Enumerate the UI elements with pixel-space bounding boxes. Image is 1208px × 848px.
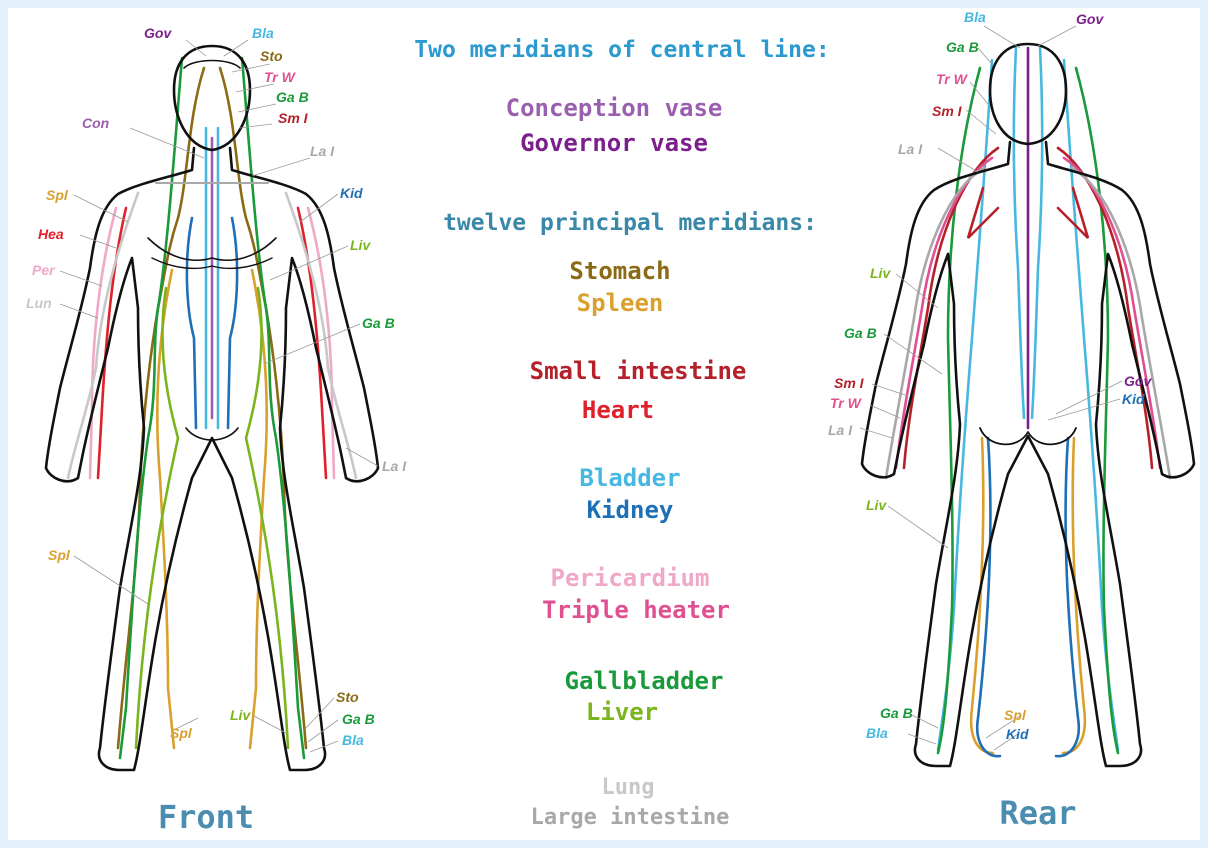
meridian-legend: Two meridians of central line: Conceptio… (414, 37, 829, 830)
meridian-pericardium: Pericardium (551, 564, 710, 592)
front-label-con: Con (82, 115, 109, 131)
front-label-sto-2: Sto (336, 689, 359, 705)
rear-label-gov-2: Gov (1124, 373, 1152, 389)
front-label-smi: Sm I (278, 110, 309, 126)
meridian-chart: Gov Bla Sto Tr W Ga B Sm I Con La I Spl … (8, 8, 1200, 840)
front-label-spl-3: Spl (170, 725, 193, 741)
meridian-spleen: Spleen (577, 289, 664, 317)
front-view-title: Front (158, 798, 254, 836)
front-label-kid: Kid (340, 185, 363, 201)
rear-label-smi: Sm I (932, 103, 963, 119)
meridian-bladder: Bladder (579, 464, 680, 492)
meridian-kidney: Kidney (587, 496, 674, 524)
rear-label-gab-3: Ga B (880, 705, 913, 721)
meridian-stomach: Stomach (569, 257, 670, 285)
meridian-gallbladder: Gallbladder (565, 667, 724, 695)
rear-label-bla-2: Bla (866, 725, 888, 741)
front-label-bla-2: Bla (342, 732, 364, 748)
rear-label-smi-2: Sm I (834, 375, 865, 391)
front-label-sto: Sto (260, 48, 283, 64)
front-label-lai-2: La I (382, 458, 407, 474)
heading-central-line: Two meridians of central line: (414, 37, 829, 63)
front-label-gab-3: Ga B (342, 711, 375, 727)
front-label-trw: Tr W (264, 69, 297, 85)
front-label-bla: Bla (252, 25, 274, 41)
meridian-large-intestine: Large intestine (531, 805, 730, 830)
rear-view-title: Rear (999, 794, 1076, 832)
front-label-liv-2: Liv (230, 707, 251, 723)
central-meridian-conception: Conception vase (506, 94, 723, 122)
meridian-triple-heater: Triple heater (542, 596, 730, 624)
front-label-gov: Gov (144, 25, 172, 41)
front-labels: Gov Bla Sto Tr W Ga B Sm I Con La I Spl … (26, 25, 407, 748)
meridian-heart: Heart (582, 396, 654, 424)
front-label-spl: Spl (46, 187, 69, 203)
central-meridian-governor: Governor vase (520, 129, 708, 157)
meridian-lung: Lung (602, 775, 655, 800)
rear-label-liv: Liv (870, 265, 891, 281)
rear-label-liv-2: Liv (866, 497, 887, 513)
heading-principal: twelve principal meridians: (443, 210, 817, 236)
rear-label-gov: Gov (1076, 11, 1104, 27)
rear-label-gab-2: Ga B (844, 325, 877, 341)
front-label-hea: Hea (38, 226, 64, 242)
rear-label-kid-2: Kid (1006, 726, 1029, 742)
front-label-liv: Liv (350, 237, 371, 253)
rear-label-bla: Bla (964, 9, 986, 25)
front-label-per: Per (32, 262, 56, 278)
meridian-small-intestine: Small intestine (530, 357, 747, 385)
front-label-gab: Ga B (276, 89, 309, 105)
front-label-spl-2: Spl (48, 547, 71, 563)
meridian-liver: Liver (586, 698, 658, 726)
front-label-lun: Lun (26, 295, 52, 311)
rear-label-kid: Kid (1122, 391, 1145, 407)
rear-label-spl: Spl (1004, 707, 1027, 723)
rear-label-gab: Ga B (946, 39, 979, 55)
front-label-lai: La I (310, 143, 335, 159)
rear-label-trw-2: Tr W (830, 395, 863, 411)
meridian-diagram: Gov Bla Sto Tr W Ga B Sm I Con La I Spl … (8, 8, 1200, 840)
front-label-gab-2: Ga B (362, 315, 395, 331)
rear-label-trw: Tr W (936, 71, 969, 87)
rear-label-lai: La I (898, 141, 923, 157)
rear-label-lai-2: La I (828, 422, 853, 438)
